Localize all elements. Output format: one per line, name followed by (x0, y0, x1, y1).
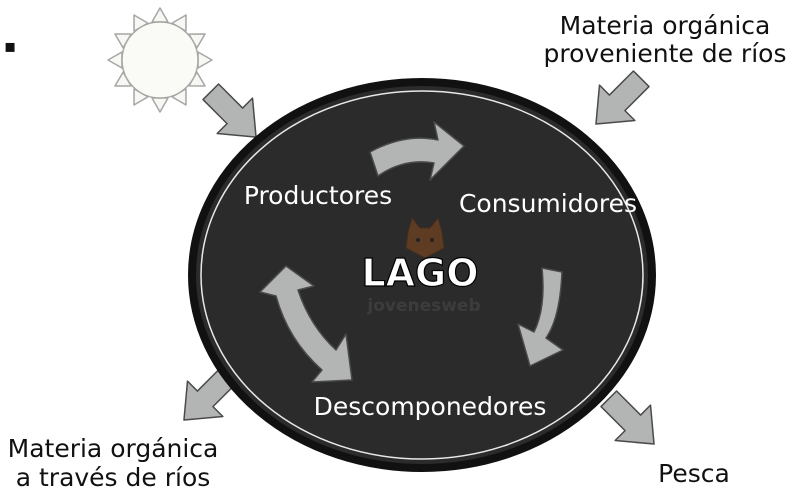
output-rivers-label-line1: Materia orgánica (8, 434, 219, 463)
input-rivers-label-line2: proveniente de ríos (544, 39, 787, 68)
decomposers-producers-cycle-arrow (259, 265, 353, 383)
output-rivers-label-line2: a través de ríos (16, 463, 211, 492)
producers-label: Productores (244, 181, 392, 210)
lake-ellipse (188, 78, 656, 472)
input-rivers-label-line1: Materia orgánica (560, 11, 771, 40)
bullet-marker: ▪ (4, 36, 16, 57)
sunlight-arrow (202, 83, 257, 138)
consumers-label: Consumidores (459, 189, 637, 218)
lake-title: LAGO (361, 251, 478, 295)
producers-to-consumers-arrow (369, 121, 465, 181)
organic-input-arrow (595, 70, 650, 125)
fishing-label: Pesca (658, 459, 730, 488)
organic-output-arrow (183, 366, 238, 421)
fishing-arrow (600, 390, 655, 445)
sun-icon (107, 7, 213, 113)
decomposers-label: Descomponedores (314, 392, 547, 421)
consumers-to-decomposers-arrow (517, 267, 564, 367)
watermark-text: jovenesweb (366, 296, 480, 316)
fox-watermark-icon (405, 216, 445, 259)
